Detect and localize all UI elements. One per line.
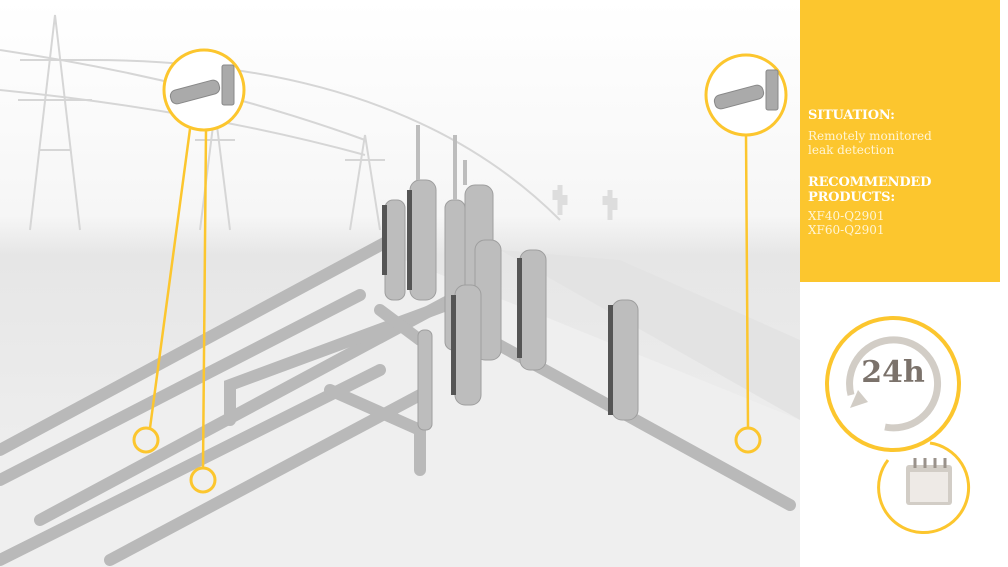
product-item: XF60-Q2901 bbox=[808, 223, 885, 237]
situation-text-line2: leak detection bbox=[808, 143, 895, 157]
info-panel: SITUATION: Remotely monitored leak detec… bbox=[800, 0, 1000, 282]
products-heading-line1: RECOMMENDED bbox=[808, 175, 932, 190]
sensor-icon bbox=[169, 64, 779, 111]
badge-24h-label: 24h bbox=[861, 355, 925, 390]
calendar-icon bbox=[906, 458, 952, 505]
product-item: XF40-Q2901 bbox=[808, 209, 885, 223]
refresh-cycle-icon bbox=[846, 336, 942, 432]
products-heading-line2: PRODUCTS: bbox=[808, 190, 895, 205]
situation-text-line1: Remotely monitored bbox=[808, 129, 932, 143]
situation-heading: SITUATION: bbox=[808, 108, 895, 123]
calendar-circle bbox=[877, 441, 971, 535]
vessels bbox=[382, 125, 639, 431]
